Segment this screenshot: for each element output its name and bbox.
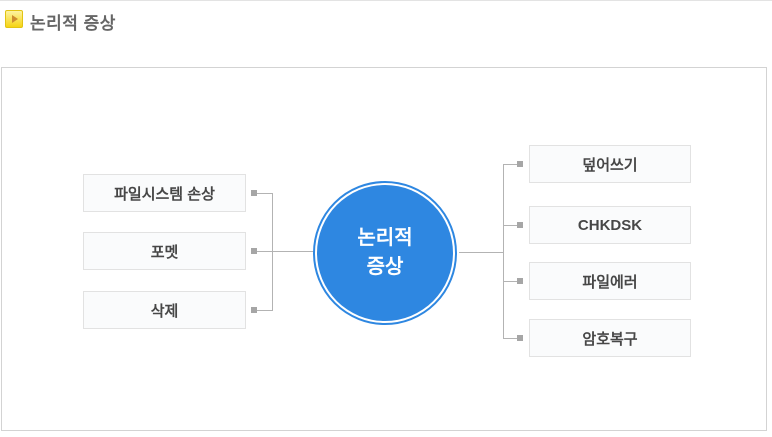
header-divider-line <box>0 0 772 1</box>
connector-dot <box>517 222 523 228</box>
left-node-delete: 삭제 <box>83 291 246 329</box>
node-label: 파일에러 <box>582 273 638 291</box>
connector-line <box>503 281 518 282</box>
center-label-line2: 증상 <box>366 256 404 278</box>
connector-line <box>503 225 518 226</box>
connector-dot <box>251 248 257 254</box>
connector-line <box>503 164 518 165</box>
connector-dot <box>251 190 257 196</box>
connector-line <box>503 338 518 339</box>
right-node-file-error: 파일에러 <box>529 262 691 300</box>
connector-dot <box>517 161 523 167</box>
node-label: CHKDSK <box>577 216 643 234</box>
page-title: 논리적 증상 <box>30 14 116 33</box>
play-badge-icon <box>5 10 23 28</box>
connector-line <box>503 164 504 339</box>
left-node-filesystem-damage: 파일시스템 손상 <box>83 174 246 212</box>
center-node-label: 논리적 증상 <box>317 185 453 321</box>
right-node-overwrite: 덮어쓰기 <box>529 145 691 183</box>
right-node-chkdsk: CHKDSK <box>529 206 691 244</box>
center-label-line1: 논리적 <box>357 227 413 249</box>
right-node-password-recovery: 암호복구 <box>529 319 691 357</box>
node-label: 삭제 <box>150 302 179 320</box>
node-label: 포멧 <box>150 243 179 261</box>
connector-line <box>257 193 273 194</box>
connector-line <box>272 193 273 311</box>
play-triangle-icon <box>12 15 18 23</box>
node-label: 파일시스템 손상 <box>114 185 215 203</box>
connector-line <box>459 252 504 253</box>
connector-dot <box>251 307 257 313</box>
node-label: 암호복구 <box>582 330 638 348</box>
left-node-format: 포멧 <box>83 232 246 270</box>
node-label: 덮어쓰기 <box>582 156 638 174</box>
center-node-circle: 논리적 증상 <box>313 181 457 325</box>
connector-dot <box>517 335 523 341</box>
connector-line <box>257 251 315 252</box>
connector-dot <box>517 278 523 284</box>
connector-line <box>257 310 273 311</box>
